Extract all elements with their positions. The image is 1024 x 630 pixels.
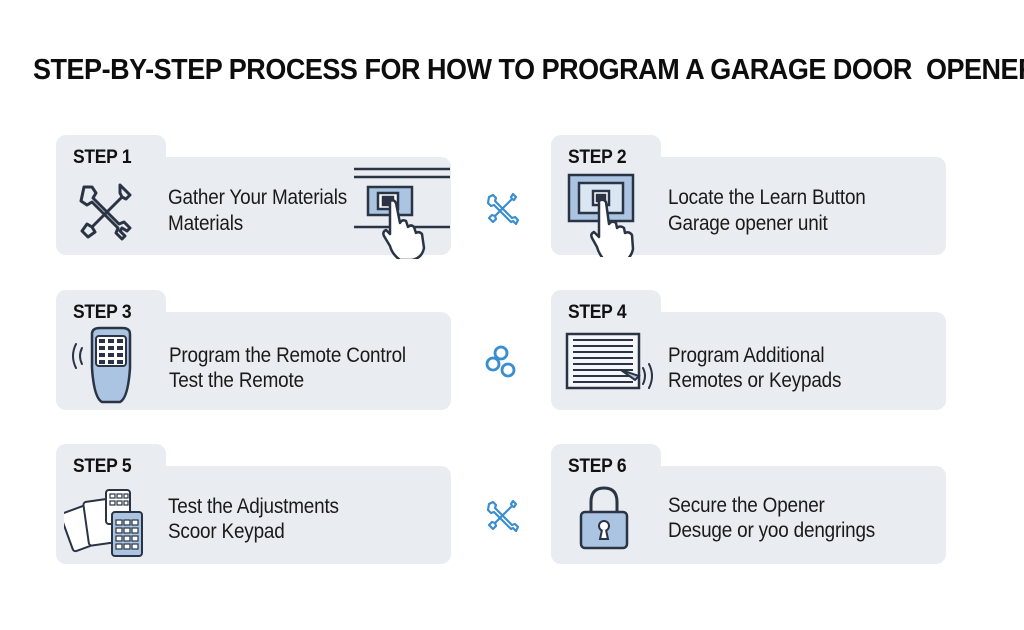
step-card-6: STEP 6 Secure the Opener Desuge or yoo d… xyxy=(551,444,946,564)
step-subtitle: Desuge or yoo dengrings xyxy=(668,519,876,542)
step-title: Locate the Learn Button xyxy=(668,186,866,209)
step-subtitle: Materials xyxy=(168,212,244,235)
garage-door-icon xyxy=(563,330,659,396)
page-title: STEP-BY-STEP PROCESS FOR HOW TO PROGRAM … xyxy=(33,54,1024,86)
padlock-icon xyxy=(577,482,631,554)
step-title: Test the Adjustments xyxy=(168,495,339,518)
link-icon xyxy=(484,344,518,380)
step-card-3: STEP 3 Program the Remote Control Test t… xyxy=(56,290,451,410)
tools-icon xyxy=(485,498,519,532)
step-title: Secure the Opener xyxy=(668,494,825,517)
step-card-1: STEP 1 Gather Your Materials Materials xyxy=(56,135,451,259)
step-label: STEP 2 xyxy=(568,147,627,168)
step-title: Gather Your Materials xyxy=(168,186,348,209)
step-label: STEP 5 xyxy=(73,456,132,477)
step-subtitle: Scoor Keypad xyxy=(168,520,285,543)
step-card-2: STEP 2 Locate the Learn Button Garage op… xyxy=(551,135,946,257)
step-subtitle: Garage opener unit xyxy=(668,212,828,235)
step-label: STEP 4 xyxy=(568,302,627,323)
keypads-icon xyxy=(64,486,148,558)
tools-icon xyxy=(74,179,138,243)
step-title: Program the Remote Control xyxy=(169,344,406,367)
step-subtitle: Test the Remote xyxy=(169,369,304,392)
step-title: Program Additional xyxy=(668,344,825,367)
tools-icon xyxy=(485,191,519,225)
button-press-icon xyxy=(352,163,452,259)
step-label: STEP 6 xyxy=(568,456,627,477)
step-label: STEP 1 xyxy=(73,147,132,168)
step-subtitle: Remotes or Keypads xyxy=(668,369,842,392)
button-press-icon xyxy=(565,171,645,257)
step-card-4: STEP 4 Program Additional Remotes or Key… xyxy=(551,290,946,410)
step-card-5: STEP 5 Test the Adjustments Scoor Keypad xyxy=(56,444,451,564)
step-label: STEP 3 xyxy=(73,302,132,323)
remote-control-icon xyxy=(72,322,142,406)
